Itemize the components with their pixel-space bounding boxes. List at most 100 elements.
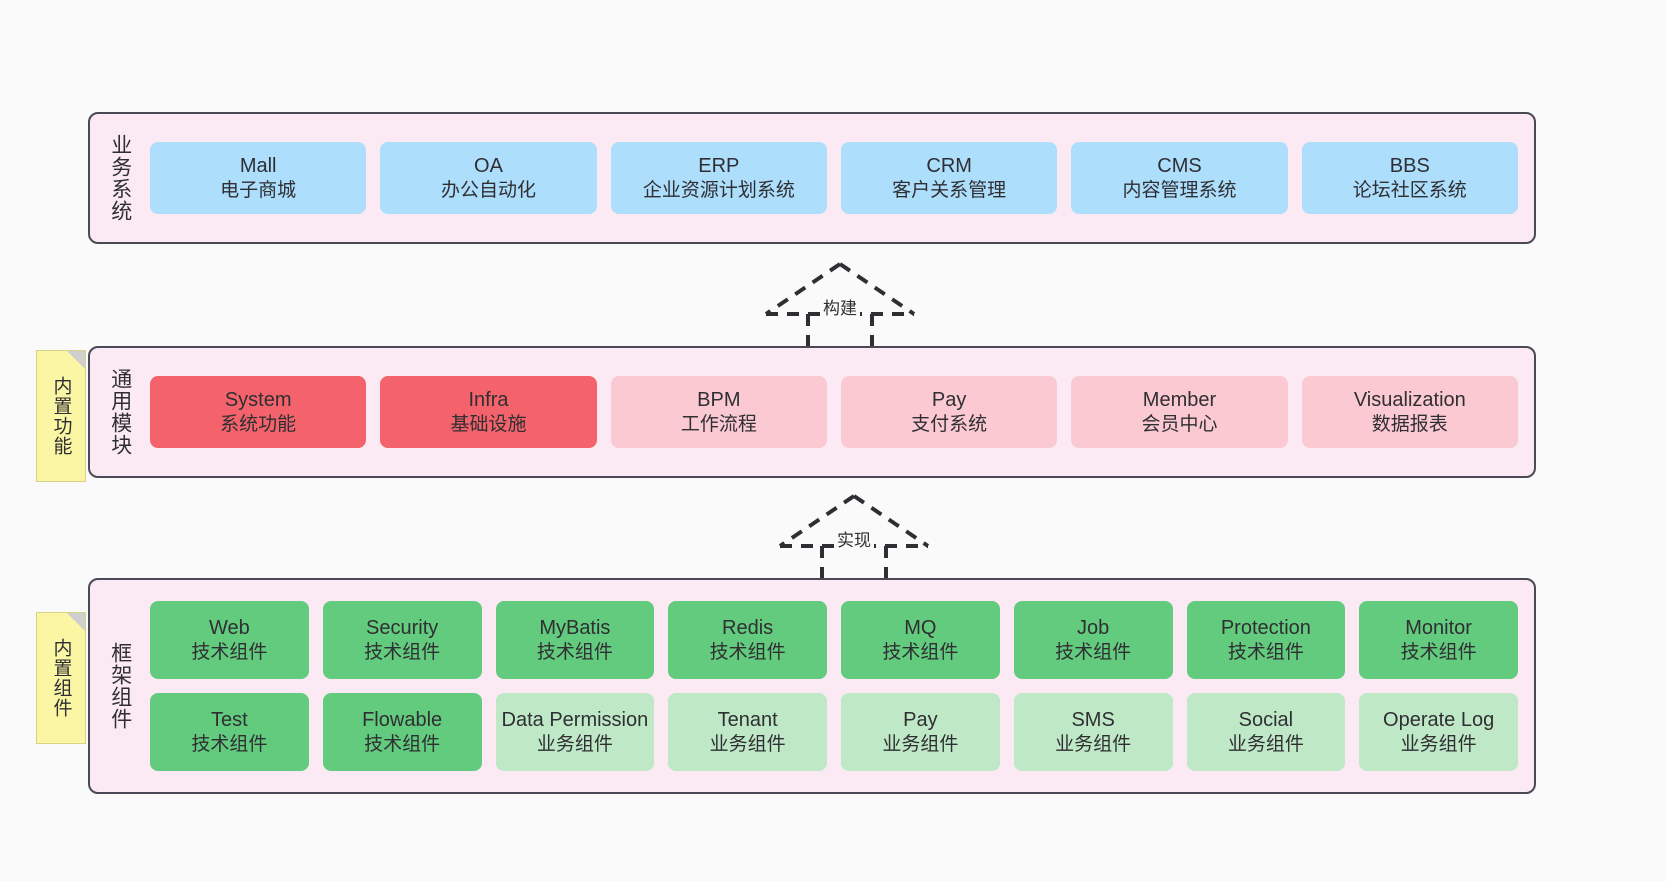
card-subtitle: 客户关系管理 xyxy=(892,179,1007,201)
card-member[interactable]: Member 会员中心 xyxy=(1071,376,1288,448)
card-subtitle: 论坛社区系统 xyxy=(1352,179,1467,201)
card-tenant[interactable]: Tenant 业务组件 xyxy=(668,693,827,771)
layer-business-system: 业务系统 Mall 电子商城 OA 办公自动化 ERP 企业资源计划系统 CRM xyxy=(88,112,1536,244)
card-title: Operate Log xyxy=(1383,709,1495,732)
arrowhead-left-edge xyxy=(764,262,842,316)
card-title: BBS xyxy=(1389,155,1430,178)
card-subtitle: 系统功能 xyxy=(220,413,297,435)
card-mybatis[interactable]: MyBatis 技术组件 xyxy=(495,601,655,679)
card-title: Infra xyxy=(468,389,509,412)
layer-common-modules: 通用模块 System 系统功能 Infra 基础设施 BPM 工作流程 Pay xyxy=(88,346,1536,478)
card-title: Data Permission xyxy=(501,709,649,732)
layer-title-framework-components: 框架组件 xyxy=(108,642,132,730)
card-system[interactable]: System 系统功能 xyxy=(150,376,367,448)
card-title: Pay xyxy=(903,709,938,732)
card-subtitle: 支付系统 xyxy=(911,413,988,435)
card-title: MyBatis xyxy=(539,617,611,640)
card-data-permission[interactable]: Data Permission 业务组件 xyxy=(495,693,655,771)
card-subtitle: 技术组件 xyxy=(1400,641,1477,663)
card-title: ERP xyxy=(698,155,740,178)
card-protection[interactable]: Protection 技术组件 xyxy=(1186,601,1346,679)
card-title: Job xyxy=(1077,617,1110,640)
card-subtitle: 业务组件 xyxy=(1227,733,1304,755)
note-label: 内置组件 xyxy=(50,638,72,718)
layer-body-business-system: Mall 电子商城 OA 办公自动化 ERP 企业资源计划系统 CRM 客户关系… xyxy=(140,114,1534,242)
card-subtitle: 企业资源计划系统 xyxy=(642,179,795,201)
card-visualization[interactable]: Visualization 数据报表 xyxy=(1301,376,1518,448)
card-title: Pay xyxy=(931,389,967,412)
card-sms[interactable]: SMS 业务组件 xyxy=(1013,693,1173,771)
card-title: Redis xyxy=(722,617,774,640)
card-title: BPM xyxy=(697,389,741,412)
card-social[interactable]: Social 业务组件 xyxy=(1186,693,1346,771)
card-subtitle: 技术组件 xyxy=(191,641,268,663)
card-subtitle: 业务组件 xyxy=(882,733,959,755)
arrowhead-right-edge xyxy=(852,494,930,548)
connector-implement: 实现 xyxy=(774,490,934,582)
card-subtitle: 电子商城 xyxy=(220,179,297,201)
card-redis[interactable]: Redis 技术组件 xyxy=(668,601,827,679)
connector-label-build: 构建 xyxy=(820,294,860,319)
card-subtitle: 技术组件 xyxy=(364,733,441,755)
card-title: SMS xyxy=(1071,709,1115,732)
card-title: Monitor xyxy=(1405,617,1472,640)
layer-body-common-modules: System 系统功能 Infra 基础设施 BPM 工作流程 Pay 支付系统… xyxy=(140,348,1534,476)
card-subtitle: 业务组件 xyxy=(709,733,786,755)
card-title: Flowable xyxy=(362,709,443,732)
card-job[interactable]: Job 技术组件 xyxy=(1013,601,1173,679)
layer-title-business-system: 业务系统 xyxy=(108,134,132,222)
card-bbs[interactable]: BBS 论坛社区系统 xyxy=(1301,142,1518,214)
arrowhead-left-edge xyxy=(778,494,856,548)
card-test[interactable]: Test 技术组件 xyxy=(150,693,309,771)
card-title: Mall xyxy=(239,155,277,178)
card-bpm[interactable]: BPM 工作流程 xyxy=(610,376,827,448)
connector-build: 构建 xyxy=(760,258,920,350)
card-operate-log[interactable]: Operate Log 业务组件 xyxy=(1359,693,1518,771)
note-label: 内置功能 xyxy=(50,376,72,456)
note-builtin-functions: 内置功能 xyxy=(36,350,86,482)
card-infra[interactable]: Infra 基础设施 xyxy=(380,376,597,448)
note-builtin-components: 内置组件 xyxy=(36,612,86,744)
card-row: Mall 电子商城 OA 办公自动化 ERP 企业资源计划系统 CRM 客户关系… xyxy=(150,142,1518,214)
layer-framework-components: 框架组件 Web 技术组件 Security 技术组件 MyBatis 技术组件… xyxy=(88,578,1536,794)
card-subtitle: 内容管理系统 xyxy=(1122,179,1237,201)
card-subtitle: 技术组件 xyxy=(1227,641,1304,663)
card-title: Web xyxy=(208,617,250,640)
card-subtitle: 业务组件 xyxy=(1055,733,1132,755)
card-cms[interactable]: CMS 内容管理系统 xyxy=(1071,142,1288,214)
card-subtitle: 业务组件 xyxy=(536,733,613,755)
arrowhead-right-edge xyxy=(838,262,916,316)
card-crm[interactable]: CRM 客户关系管理 xyxy=(840,142,1058,214)
card-title: CRM xyxy=(926,155,972,178)
card-subtitle: 数据报表 xyxy=(1371,413,1448,435)
card-mall[interactable]: Mall 电子商城 xyxy=(150,142,367,214)
card-security[interactable]: Security 技术组件 xyxy=(322,601,482,679)
card-row-business: Test 技术组件 Flowable 技术组件 Data Permission … xyxy=(150,693,1518,771)
card-subtitle: 办公自动化 xyxy=(440,179,536,201)
card-subtitle: 技术组件 xyxy=(364,641,441,663)
card-title: Test xyxy=(211,709,248,732)
card-subtitle: 技术组件 xyxy=(1055,641,1132,663)
card-title: Visualization xyxy=(1353,389,1466,412)
card-pay-module[interactable]: Pay 支付系统 xyxy=(840,376,1058,448)
card-subtitle: 会员中心 xyxy=(1141,413,1218,435)
card-subtitle: 业务组件 xyxy=(1400,733,1477,755)
card-oa[interactable]: OA 办公自动化 xyxy=(380,142,597,214)
card-erp[interactable]: ERP 企业资源计划系统 xyxy=(610,142,827,214)
card-monitor[interactable]: Monitor 技术组件 xyxy=(1359,601,1518,679)
card-title: Security xyxy=(366,617,439,640)
card-subtitle: 技术组件 xyxy=(882,641,959,663)
card-mq[interactable]: MQ 技术组件 xyxy=(841,601,1000,679)
card-pay-component[interactable]: Pay 业务组件 xyxy=(841,693,1000,771)
card-title: CMS xyxy=(1157,155,1202,178)
card-title: MQ xyxy=(904,617,937,640)
card-subtitle: 技术组件 xyxy=(191,733,268,755)
card-row-technical: Web 技术组件 Security 技术组件 MyBatis 技术组件 Redi… xyxy=(150,601,1518,679)
card-flowable[interactable]: Flowable 技术组件 xyxy=(322,693,482,771)
card-web[interactable]: Web 技术组件 xyxy=(150,601,309,679)
card-title: Tenant xyxy=(717,709,778,732)
card-title: Protection xyxy=(1220,617,1311,640)
card-subtitle: 基础设施 xyxy=(450,413,527,435)
card-subtitle: 工作流程 xyxy=(680,413,757,435)
